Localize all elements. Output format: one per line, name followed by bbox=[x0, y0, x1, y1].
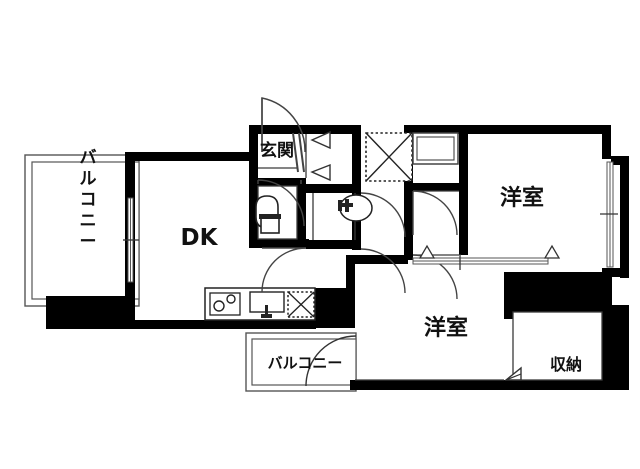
room-label-dk: DK bbox=[181, 225, 219, 251]
toilet-fixture bbox=[255, 195, 281, 234]
room-label-washitsu-bottom: 洋室 bbox=[424, 315, 468, 341]
room-label-genkan: 玄関 bbox=[260, 140, 294, 161]
room-label-storage: 収納 bbox=[550, 355, 582, 374]
window-right-upper bbox=[600, 161, 618, 268]
kitchen-counter bbox=[204, 287, 316, 321]
structural-walls bbox=[46, 125, 629, 390]
sliding-partition bbox=[412, 254, 549, 270]
balcony-left-outline bbox=[24, 154, 140, 307]
sliding-window-dk bbox=[123, 197, 139, 283]
room-label-balcony-bottom: バルコニー bbox=[268, 354, 343, 372]
unit-bath-area bbox=[365, 132, 413, 182]
balcony-bottom-outline bbox=[245, 332, 357, 392]
kitchen-sink-fixture bbox=[249, 291, 285, 318]
interior-thin-lines bbox=[257, 134, 603, 381]
closet-shelf bbox=[412, 132, 459, 165]
washer-space bbox=[287, 291, 315, 318]
room-label-washitsu-top: 洋室 bbox=[500, 185, 544, 211]
washbasin-fixture bbox=[338, 194, 373, 222]
room-label-balcony-left: バルコニー bbox=[80, 148, 97, 252]
windows bbox=[123, 161, 618, 283]
gas-stove-fixture bbox=[209, 292, 241, 316]
